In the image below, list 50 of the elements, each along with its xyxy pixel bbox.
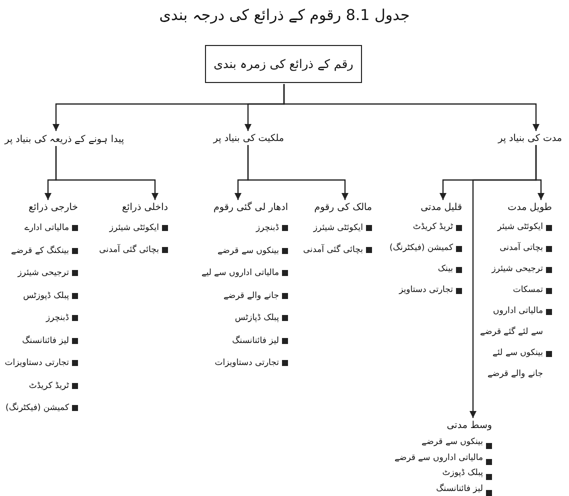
list-item: ٹریڈ کریڈٹ — [28, 380, 69, 392]
list-item: پبلک ڈپوزٹ — [442, 467, 483, 480]
list-item: مالیاتی اداروں سے قرضے — [394, 452, 483, 464]
list-item: بینکنگ کے قرضے — [11, 244, 69, 258]
category-heading: پیدا ہونے کے ذریعہ کی بنیاد پر — [4, 133, 124, 145]
category-heading: قلیل مدتی — [420, 202, 462, 213]
arrow — [44, 146, 57, 200]
list-item: مالیاتی اداروں سے لئے گئے قرضے — [479, 305, 543, 339]
category-heading: وسط مدتی — [446, 420, 492, 431]
list-item: ڈبنچرز — [46, 312, 69, 325]
list-item: لیز فائنانسنگ — [436, 482, 483, 496]
list-item: مالیاتی اداروں سے لیے — [201, 267, 279, 280]
category-heading: طویل مدت — [508, 202, 552, 213]
list-item: ترجیحی شیئرز — [18, 267, 69, 280]
list-item: لیز فائنانسنگ — [22, 334, 69, 348]
category-heading: داخلی ذرائع — [122, 202, 168, 213]
arrow — [470, 145, 537, 418]
list-item: ایکوئٹی شیئرز — [313, 222, 363, 235]
arrow — [234, 145, 249, 200]
list-item: مالیاتی ادارے — [24, 222, 69, 235]
list-item: تجارتی دستاویز — [399, 284, 453, 297]
list-item: ترجیحی شیئرز — [492, 263, 543, 276]
list-item: تمسکات — [512, 284, 543, 297]
category-heading: مالک کی رقوم — [314, 202, 372, 213]
category-heading: ملکیت کی بنیاد پر — [213, 133, 284, 144]
list-item: بچائی گئی آمدنی — [99, 243, 159, 257]
list-item: کمیشن (فیکٹرنگ) — [390, 242, 453, 255]
list-item: بینکوں سے قرضے — [422, 436, 483, 449]
list-item: بینکوں سے قرضے — [218, 244, 279, 258]
category-box: رقم کے ذرائع کی زمرہ بندی — [205, 45, 362, 83]
list-item: کمیشن (فیکٹرنگ) — [6, 402, 69, 415]
list-item: بینک — [438, 263, 453, 276]
list-item: بینکوں سے لئے جانے والے قرضے — [486, 347, 543, 381]
arrow — [52, 84, 285, 131]
list-item: لیز فائنانسنگ — [232, 334, 279, 348]
list-item: ڈبنچرز — [256, 222, 279, 235]
list-item: ایکوئٹی شیئر — [498, 221, 543, 234]
category-heading: مدت کی بنیاد پر — [498, 133, 562, 144]
list-item: تجارتی دستاویزات — [214, 357, 279, 370]
diagram-title: جدول 8.1 رقوم کے ذرائع کی درجہ بندی — [158, 6, 411, 24]
list-item: ٹریڈ کریڈٹ — [412, 221, 453, 234]
list-item: پبلک ڈپازٹس — [234, 312, 279, 325]
list-item: تجارتی دستاویزات — [4, 357, 69, 370]
list-item: ایکوئٹی شیئرز — [109, 222, 159, 235]
list-item: بچائی گئی آمدنی — [303, 243, 363, 257]
list-item: جانے والے قرضے — [223, 290, 279, 302]
category-heading: ادھار لی گئی رقوم — [214, 202, 288, 213]
list-item: بچاتی آمدنی — [500, 241, 543, 255]
category-heading: خارجی ذرائع — [28, 202, 78, 213]
list-item: پبلک ڈپوزٹس — [23, 290, 69, 302]
